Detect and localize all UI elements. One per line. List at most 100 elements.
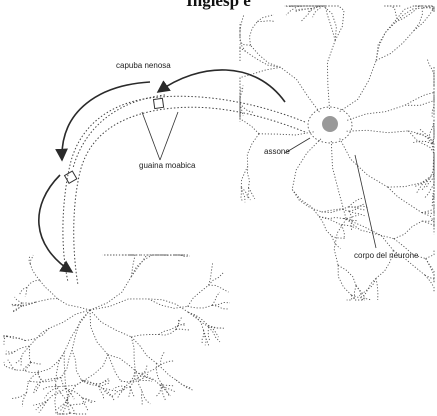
terminal-arborization	[3, 254, 231, 415]
dendrite-branch	[257, 20, 275, 22]
dendrite-branch	[295, 7, 312, 11]
dendrite-branch	[240, 187, 246, 203]
dendrite-branch	[187, 311, 204, 331]
dendrite-branch	[107, 354, 122, 382]
dendrites-upper	[239, 5, 435, 301]
dendrite-branch	[208, 325, 225, 329]
dendrite-branch	[3, 335, 8, 345]
dendrite-branch	[291, 189, 322, 213]
dendrite-branch	[295, 7, 312, 12]
dendrite-branch	[141, 391, 151, 405]
dendrite-branch	[148, 298, 189, 313]
dendrite-branch	[300, 8, 312, 23]
dendrite-branch	[355, 285, 364, 301]
dendrite-branch	[71, 309, 91, 351]
dendrite-branch	[239, 31, 246, 52]
label-guaina-moabica: guaina moabica	[139, 161, 196, 170]
dendrite-branch	[346, 129, 409, 134]
dendrite-branch	[57, 298, 91, 311]
dendrite-branch	[239, 98, 244, 117]
dendrite-branch	[424, 274, 435, 293]
dendrite-branch	[119, 386, 131, 393]
dendrite-branch	[395, 5, 420, 23]
dendrite-branch	[339, 138, 388, 188]
dendrite-branch	[82, 398, 89, 412]
dendrite-branch	[240, 187, 251, 201]
dendrite-branch	[12, 305, 22, 313]
dendrite-branch	[175, 379, 192, 390]
signal-arrows	[38, 69, 286, 273]
dendrite-branch	[89, 309, 109, 355]
dendrite-branch	[249, 21, 258, 46]
dendrite-branch	[55, 352, 65, 386]
dendrite-branch	[175, 319, 180, 330]
dendrite-branch	[407, 130, 435, 154]
dendrite-branch	[419, 128, 434, 144]
dendrite-branch	[334, 5, 345, 41]
dendrite-branch	[129, 369, 136, 387]
dendrite-branch	[240, 187, 243, 203]
dendrite-branch	[175, 328, 190, 331]
dendrite-branch	[159, 384, 174, 387]
label-assone: assone	[264, 147, 290, 156]
dendrite-branch	[89, 298, 149, 311]
dendrite-branch	[212, 304, 229, 310]
dendrite-branch	[426, 59, 435, 75]
dendrite-branch	[424, 274, 435, 283]
dendrite-branch	[308, 5, 324, 12]
dendrite-branch	[346, 295, 353, 301]
dendrite-branch	[415, 133, 433, 144]
dendrite-branch	[38, 399, 49, 413]
dendrite-branch	[35, 298, 58, 303]
dendrite-branch	[3, 335, 8, 338]
dendrite-branch	[113, 386, 126, 396]
dendrite-branch	[82, 397, 96, 403]
dendrite-branch	[387, 186, 423, 213]
dendrite-branch	[239, 85, 244, 101]
dendrite-branch	[55, 385, 71, 406]
dendrite-branch	[429, 153, 435, 179]
dendrite-branch	[67, 380, 84, 400]
dendrite-branch	[130, 336, 136, 370]
dendrite-branch	[208, 326, 221, 343]
dendrite-branch	[340, 224, 356, 229]
dendrite-branch	[99, 380, 111, 385]
dendrite-branch	[81, 379, 100, 387]
dendrite-branch	[59, 399, 68, 412]
dendrite-branch	[69, 412, 88, 415]
dendrite-branch	[43, 376, 62, 383]
dendrite-branch	[422, 218, 435, 222]
dendrite-branch	[120, 379, 140, 383]
dendrite-branch	[239, 87, 242, 101]
page-title: Ingiesp e	[186, 0, 251, 10]
axon-tube	[62, 94, 306, 286]
dendrite-branch	[11, 392, 27, 399]
dendrite-branch	[375, 278, 379, 301]
dendrite-branch	[188, 311, 209, 326]
dendrite-branch	[240, 166, 249, 188]
dendrite-branch	[340, 224, 345, 239]
dendrite-branch	[376, 30, 415, 61]
dendrite-branch	[120, 375, 141, 383]
dendrite-branch	[21, 301, 36, 304]
dendrite-branch	[39, 279, 58, 299]
dendrite-branch	[348, 206, 366, 211]
dendrite-branch	[29, 263, 40, 281]
dendrite-branch	[393, 238, 426, 260]
dendrite-branch	[102, 388, 114, 397]
dendrite-branch	[348, 211, 353, 230]
dendrite-branch	[330, 140, 347, 220]
dendrite-branch	[27, 381, 41, 383]
dendrite-branch	[353, 285, 357, 301]
dendrite-branch	[140, 391, 143, 406]
dendrite-branch	[82, 397, 94, 404]
dendrite-branch	[49, 309, 91, 329]
dendrite-branch	[68, 390, 75, 400]
dendrite-branch	[427, 120, 435, 141]
label-corpo-del-neurone: corpo del neurone	[354, 251, 419, 260]
dendrite-branch	[129, 386, 135, 398]
dendrite-branch	[239, 118, 260, 135]
dendrite-branch	[102, 388, 116, 392]
